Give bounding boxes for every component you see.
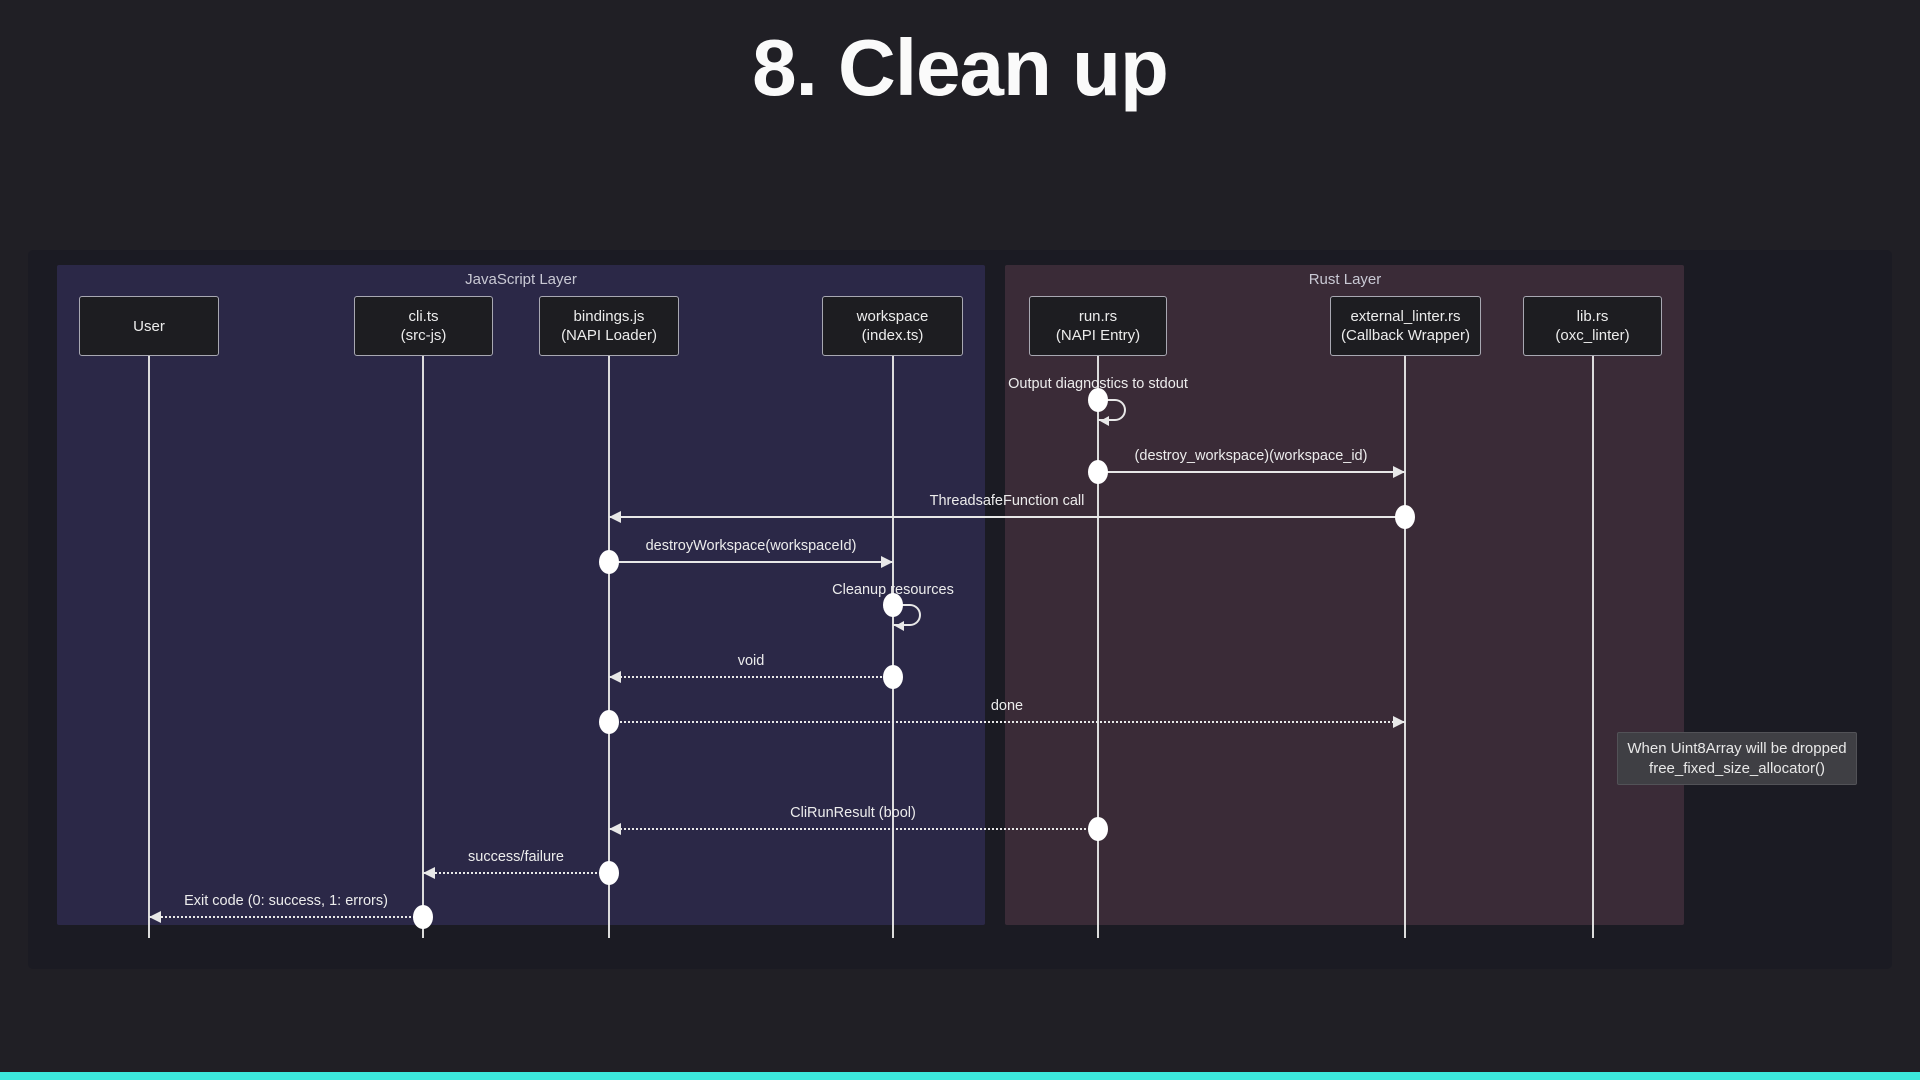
message-origin-dot	[413, 905, 433, 929]
participant-bindings-js: bindings.js (NAPI Loader)	[539, 296, 679, 356]
self-message-loop	[1098, 399, 1126, 421]
arrowhead-left-icon	[423, 867, 435, 879]
message-origin-dot	[599, 861, 619, 885]
group-label-javascript-layer: JavaScript Layer	[465, 271, 577, 288]
message-origin-dot	[1088, 388, 1108, 412]
message-origin-dot	[883, 593, 903, 617]
lifeline-external-linter-rs	[1404, 356, 1406, 938]
message-label: destroyWorkspace(workspaceId)	[645, 538, 857, 554]
participant-lib-rs: lib.rs (oxc_linter)	[1523, 296, 1662, 356]
arrowhead-left-icon	[609, 823, 621, 835]
message-line	[609, 516, 1405, 518]
message-line	[1098, 471, 1405, 473]
message-line	[609, 561, 893, 563]
group-rust-layer	[1005, 265, 1684, 925]
message-line	[423, 872, 609, 874]
message-origin-dot	[599, 710, 619, 734]
arrowhead-right-icon	[1393, 716, 1405, 728]
participant-sublabel: (oxc_linter)	[1555, 327, 1630, 344]
message-label: void	[737, 653, 765, 669]
lifeline-run-rs	[1097, 356, 1099, 938]
arrowhead-left-icon	[149, 911, 161, 923]
participant-external-linter-rs: external_linter.rs (Callback Wrapper)	[1330, 296, 1481, 356]
page-title: 8. Clean up	[752, 23, 1169, 112]
participant-label: cli.ts	[408, 308, 439, 325]
message-label: Cleanup resources	[832, 582, 954, 598]
lifeline-bindings-js	[608, 356, 610, 938]
participant-sublabel: (NAPI Loader)	[561, 327, 657, 344]
lifeline-cli-ts	[422, 356, 424, 938]
participant-user: User	[79, 296, 219, 356]
participant-label: lib.rs	[1576, 308, 1609, 325]
lifeline-lib-rs	[1592, 356, 1594, 938]
participant-run-rs: run.rs (NAPI Entry)	[1029, 296, 1167, 356]
message-line	[609, 828, 1098, 830]
participant-workspace: workspace (index.ts)	[822, 296, 963, 356]
message-line	[609, 676, 893, 678]
message-line	[149, 916, 423, 918]
participant-label: external_linter.rs	[1350, 308, 1461, 325]
message-origin-dot	[599, 550, 619, 574]
participant-label: run.rs	[1078, 308, 1118, 325]
arrowhead-left-icon	[609, 671, 621, 683]
participant-sublabel: (src-js)	[400, 327, 447, 344]
message-line	[609, 721, 1405, 723]
message-label: success/failure	[468, 849, 564, 865]
arrowhead-right-icon	[1393, 466, 1405, 478]
arrowhead-left-icon	[609, 511, 621, 523]
note-line: free_fixed_size_allocator()	[1649, 759, 1825, 777]
group-javascript-layer	[57, 265, 985, 925]
participant-sublabel: (Callback Wrapper)	[1341, 327, 1470, 344]
message-origin-dot	[883, 665, 903, 689]
participant-sublabel: (NAPI Entry)	[1055, 327, 1141, 344]
arrowhead-left-icon	[1100, 416, 1109, 426]
message-label: CliRunResult (bool)	[790, 805, 916, 821]
message-label: Exit code (0: success, 1: errors)	[184, 893, 388, 909]
group-label-rust-layer: Rust Layer	[1308, 271, 1382, 288]
participant-sublabel: (index.ts)	[861, 327, 924, 344]
note-line: When Uint8Array will be dropped	[1627, 739, 1847, 757]
participant-label: bindings.js	[573, 308, 645, 325]
message-label: Output diagnostics to stdout	[1008, 376, 1188, 392]
participant-label: workspace	[856, 308, 929, 325]
message-label: (destroy_workspace)(workspace_id)	[1134, 448, 1368, 464]
sequence-diagram: JavaScript Layer Rust Layer User cli.ts …	[28, 250, 1892, 969]
arrowhead-left-icon	[895, 621, 904, 631]
participant-cli-ts: cli.ts (src-js)	[354, 296, 493, 356]
note-uint8array-drop: When Uint8Array will be dropped free_fix…	[1617, 732, 1857, 785]
participant-label: User	[133, 317, 165, 335]
message-origin-dot	[1088, 817, 1108, 841]
lifeline-user	[148, 356, 150, 938]
arrowhead-right-icon	[881, 556, 893, 568]
bottom-accent-bar	[0, 1072, 1920, 1080]
message-label: ThreadsafeFunction call	[929, 493, 1085, 509]
message-origin-dot	[1088, 460, 1108, 484]
lifeline-workspace	[892, 356, 894, 938]
message-label: done	[990, 698, 1024, 714]
self-message-loop	[893, 604, 921, 626]
message-origin-dot	[1395, 505, 1415, 529]
